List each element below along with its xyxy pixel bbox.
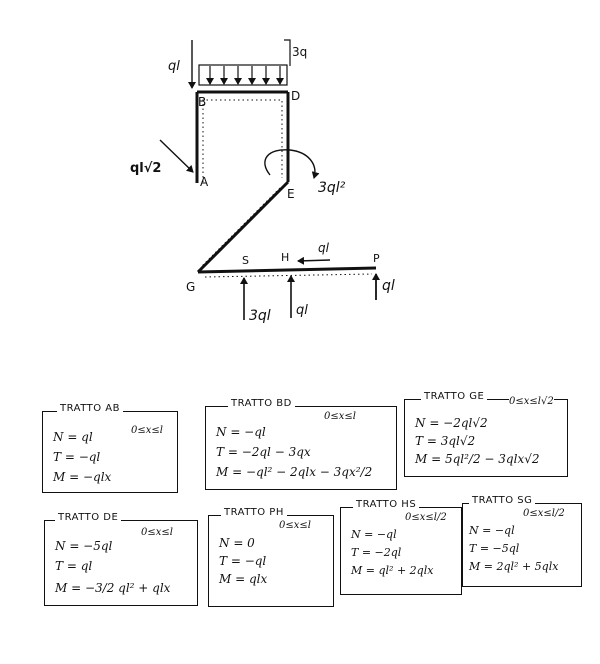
node-label-P: P <box>373 252 380 265</box>
force-H-arrow <box>297 256 331 265</box>
inclined-force-arrow <box>159 139 194 173</box>
load-label-inclined: ql√2 <box>130 161 161 176</box>
section-range: 0≤x≤l <box>141 527 173 538</box>
section-title: TRATTO GE <box>421 391 488 402</box>
reference-fibre <box>201 99 373 278</box>
section-title: TRATTO DE <box>55 512 122 523</box>
bending-moment: M = 2ql² + 5qlx <box>469 560 559 573</box>
load-label-moment: 3ql² <box>318 180 346 196</box>
normal-force: N = −ql <box>216 425 266 439</box>
bending-moment: M = −3/2 ql² + qlx <box>55 581 171 595</box>
normal-force: N = −5ql <box>55 539 113 553</box>
bending-moment: M = −ql² − 2qlx − 3qx²/2 <box>216 465 373 479</box>
normal-force: N = −ql <box>351 528 397 541</box>
section-box-PH: TRATTO PH 0≤x≤l N = 0 T = −ql M = qlx <box>208 507 334 607</box>
shear-force: T = −2ql <box>351 546 402 559</box>
load-label-distributed-left: ql <box>168 59 180 74</box>
section-range: 0≤x≤l <box>279 520 311 531</box>
shear-force: T = −ql <box>53 450 101 464</box>
node-label-G: G <box>186 280 195 294</box>
shear-force: T = ql <box>55 559 93 573</box>
distributed-load <box>198 39 291 86</box>
section-range: 0≤x≤l <box>324 411 356 422</box>
section-box-AB: TRATTO AB 0≤x≤l N = ql T = −ql M = −qlx <box>42 403 178 493</box>
section-range: 0≤x≤l/2 <box>523 508 565 519</box>
section-box-BD: TRATTO BD 0≤x≤l N = −ql T = −2ql − 3qx M… <box>205 398 397 490</box>
load-label-force-P: ql <box>382 278 395 294</box>
normal-force: N = 0 <box>219 536 255 550</box>
section-title: TRATTO SG <box>469 495 536 506</box>
section-range: 0≤x≤l√2 <box>509 396 554 407</box>
bending-moment: M = −qlx <box>53 470 112 484</box>
member-EG <box>196 180 290 274</box>
shear-force: T = −ql <box>219 554 267 568</box>
section-box-HS: TRATTO HS 0≤x≤l/2 N = −ql T = −2ql M = q… <box>340 499 462 595</box>
bending-moment: M = 5ql²/2 − 3qlx√2 <box>415 452 540 466</box>
section-box-SG: TRATTO SG 0≤x≤l/2 N = −ql T = −5ql M = 2… <box>462 495 582 587</box>
node-label-B: B <box>198 95 206 109</box>
shear-force: T = −5ql <box>469 542 520 555</box>
normal-force: N = −2ql√2 <box>415 416 488 430</box>
section-range: 0≤x≤l <box>131 425 163 436</box>
node-label-S: S <box>242 254 249 267</box>
frame-members <box>195 90 377 274</box>
load-label-reaction-H: ql <box>296 303 308 318</box>
section-title: TRATTO PH <box>221 507 287 518</box>
node-label-H: H <box>281 251 289 264</box>
normal-force: N = ql <box>53 430 93 444</box>
section-title: TRATTO HS <box>353 499 420 510</box>
section-box-GE: TRATTO GE 0≤x≤l√2 N = −2ql√2 T = 3ql√2 M… <box>404 391 568 477</box>
node-label-A: A <box>200 175 209 189</box>
load-label-force-H: ql <box>318 241 330 255</box>
section-title: TRATTO BD <box>228 398 295 409</box>
node-label-E: E <box>287 187 295 201</box>
node-label-D: D <box>291 89 300 103</box>
load-label-resultant: 3q <box>292 45 307 59</box>
normal-force: N = −ql <box>469 524 515 537</box>
shear-force: T = −2ql − 3qx <box>216 445 311 459</box>
bending-moment: M = qlx <box>219 572 268 586</box>
section-title: TRATTO AB <box>57 403 124 414</box>
member-GP <box>197 266 377 274</box>
bending-moment: M = ql² + 2qlx <box>351 564 434 577</box>
moment-arrow <box>264 149 320 179</box>
shear-force: T = 3ql√2 <box>415 434 476 448</box>
section-box-DE: TRATTO DE 0≤x≤l N = −5ql T = ql M = −3/2… <box>44 512 198 606</box>
load-label-reaction-S: 3ql <box>249 308 271 324</box>
section-range: 0≤x≤l/2 <box>405 512 447 523</box>
